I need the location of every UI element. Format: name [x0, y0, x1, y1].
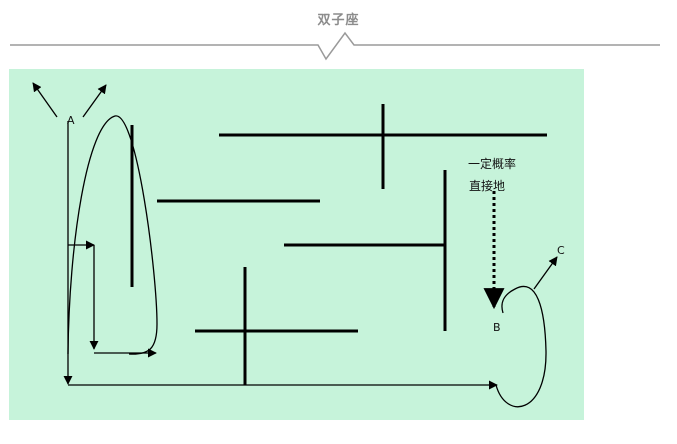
header-divider	[10, 31, 660, 61]
arrow-a-up-right	[82, 84, 107, 118]
path-loop-b	[495, 285, 547, 408]
label-point-c: C	[557, 244, 565, 257]
label-note-line1: 一定概率	[468, 156, 516, 171]
label-note-line2: 直接地	[469, 178, 505, 193]
path-arc-loop	[67, 115, 158, 355]
label-point-a: A	[67, 114, 75, 127]
maze-walls	[130, 104, 547, 385]
label-point-b: B	[493, 321, 501, 334]
page-title: 双子座	[317, 13, 360, 28]
arrow-to-c	[533, 256, 558, 290]
paths	[32, 82, 558, 408]
arrow-a-up-left	[32, 82, 58, 118]
maze-diagram: A B C 一定概率 直接地	[32, 82, 565, 408]
